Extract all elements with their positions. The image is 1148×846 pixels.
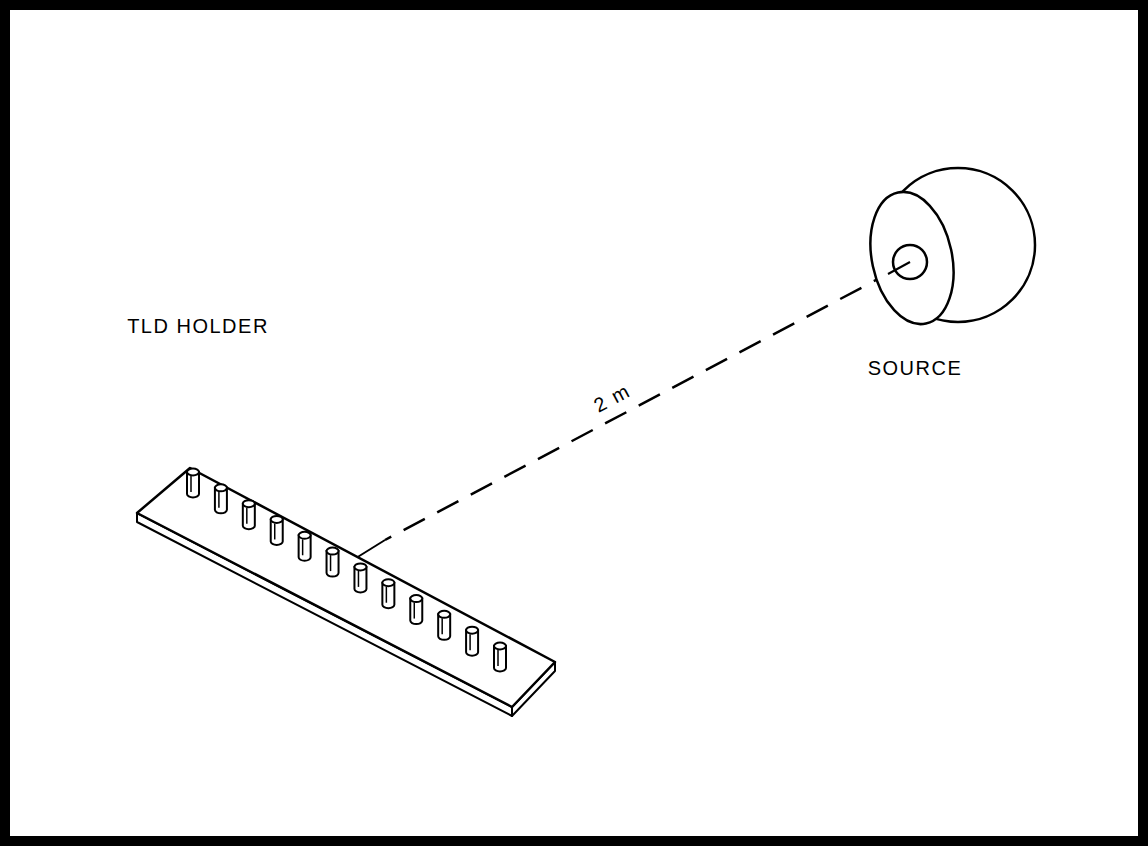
tld-chip (243, 500, 255, 529)
tld-holder (137, 468, 555, 716)
tld-chip (410, 595, 422, 624)
tld-chip (187, 469, 199, 498)
tld-chip (382, 579, 394, 608)
tld-chip (438, 611, 450, 640)
border-frame (5, 5, 1143, 841)
tld-chip (299, 532, 311, 561)
tld-chip (215, 484, 227, 513)
part-label: SOURCE (865, 357, 966, 379)
tld-chip (354, 563, 366, 592)
source-sphere (859, 168, 1035, 332)
dimension-label: 2 m (587, 378, 636, 418)
tld-dosimeters (187, 469, 506, 672)
tld-chip (327, 548, 339, 577)
tld-chip (494, 643, 506, 672)
part-label: TLD HOLDER (124, 315, 272, 337)
distance-line (385, 270, 895, 540)
tld-chip (466, 627, 478, 656)
tld-chip (271, 516, 283, 545)
